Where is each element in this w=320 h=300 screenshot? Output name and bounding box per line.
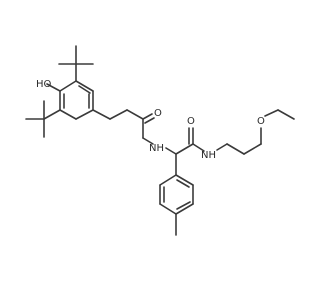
bond-network [25,45,295,236]
bond [216,143,228,151]
carbonyl-oxygen-label: O [154,108,162,119]
molecule-diagram: HO O NH O NH O [25,45,295,236]
hydroxyl-label: HO [36,79,52,90]
bond [277,109,295,120]
carbonyl-oxygen-label: O [187,116,195,127]
bond [264,109,279,117]
bond [175,203,194,215]
bond [192,143,205,152]
bond [175,143,194,155]
bond [176,201,191,210]
bond [226,143,245,155]
bond [126,109,144,120]
bond [142,113,153,120]
bond [165,147,177,155]
bond [92,109,111,120]
amide-nitrogen-label: NH [201,150,216,161]
bond [176,179,190,188]
bond [144,117,155,124]
bond [142,137,154,145]
bond [59,109,77,120]
bond [175,174,194,186]
bond [109,109,128,120]
bond [59,80,77,92]
bond [243,143,262,155]
ether-oxygen-label: O [257,116,265,127]
atom-labels: HO O NH O NH O [36,79,265,161]
bond [78,85,91,94]
bond [75,109,94,120]
amide-nitrogen-label: NH [149,143,164,154]
bond [159,203,177,215]
bond [46,83,61,92]
bond [43,109,61,120]
bond [75,80,94,92]
bond [159,174,177,186]
